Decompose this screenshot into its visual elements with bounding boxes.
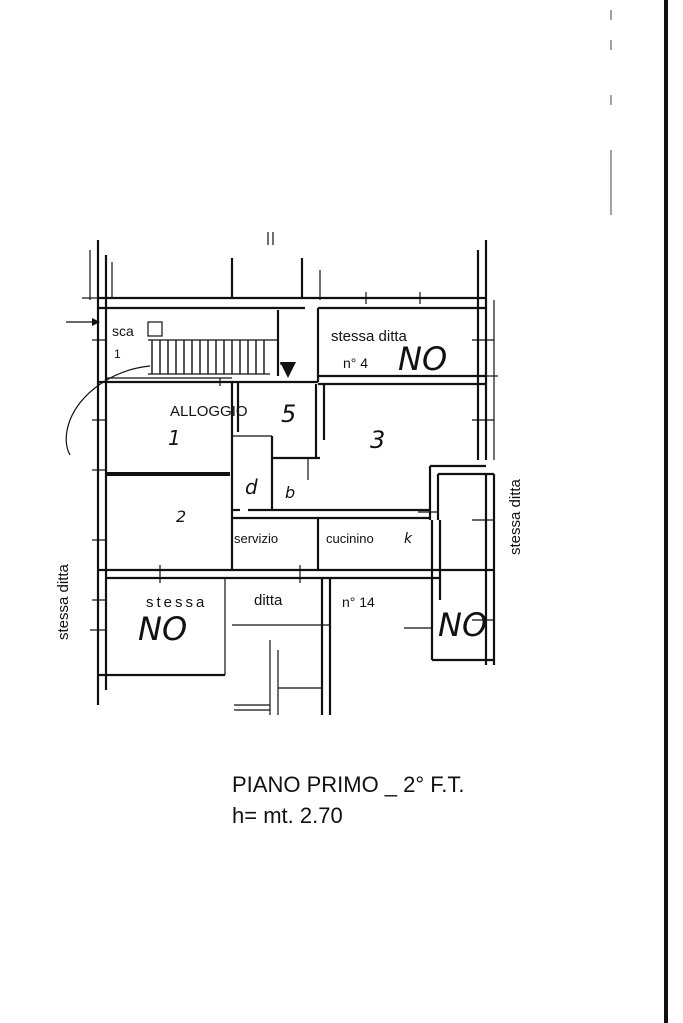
room-1-label: 1 [168,426,181,450]
unit-number-bottom: n° 14 [342,594,375,610]
no-mark-bottom-right: NO [438,606,487,644]
stair-label: sca [112,323,134,339]
kitchenette-label: cucinino [326,531,374,546]
same-firm-top-label: stessa ditta [331,328,408,345]
same-firm-bottom-b: ditta [254,592,283,609]
same-firm-left-label: stessa ditta [55,563,72,640]
dwelling-number: 5 [281,400,296,428]
room-3-label: 3 [370,426,385,454]
no-mark-bottom-left: NO [138,610,187,648]
height-caption: h= mt. 2.70 [232,803,343,828]
bathroom-label: servizio [234,531,278,546]
dwelling-label: ALLOGGIO [170,403,248,420]
entry-arrow [66,318,100,326]
unit-number-top: n° 4 [343,355,368,371]
top-right-unit-walls [316,308,498,386]
room-2-label: 2 [176,507,186,526]
landing-arrow [280,362,296,378]
top-tick-marks [267,232,321,300]
floor-caption: PIANO PRIMO _ 2° F.T. [232,772,465,797]
bath-mark: b [285,483,295,502]
dwelling-walls [90,377,496,715]
hall-label: d [245,475,258,499]
same-firm-bottom-a: stessa [146,594,207,611]
handwritten-curve [65,365,151,456]
staircase [147,310,280,376]
no-mark-top: NO [398,340,447,378]
stair-number: 1 [114,347,121,361]
same-firm-right-label: stessa ditta [507,478,524,555]
building-walls [82,240,495,705]
wall-ticks [92,292,494,621]
kitchen-mark: k [404,531,413,547]
